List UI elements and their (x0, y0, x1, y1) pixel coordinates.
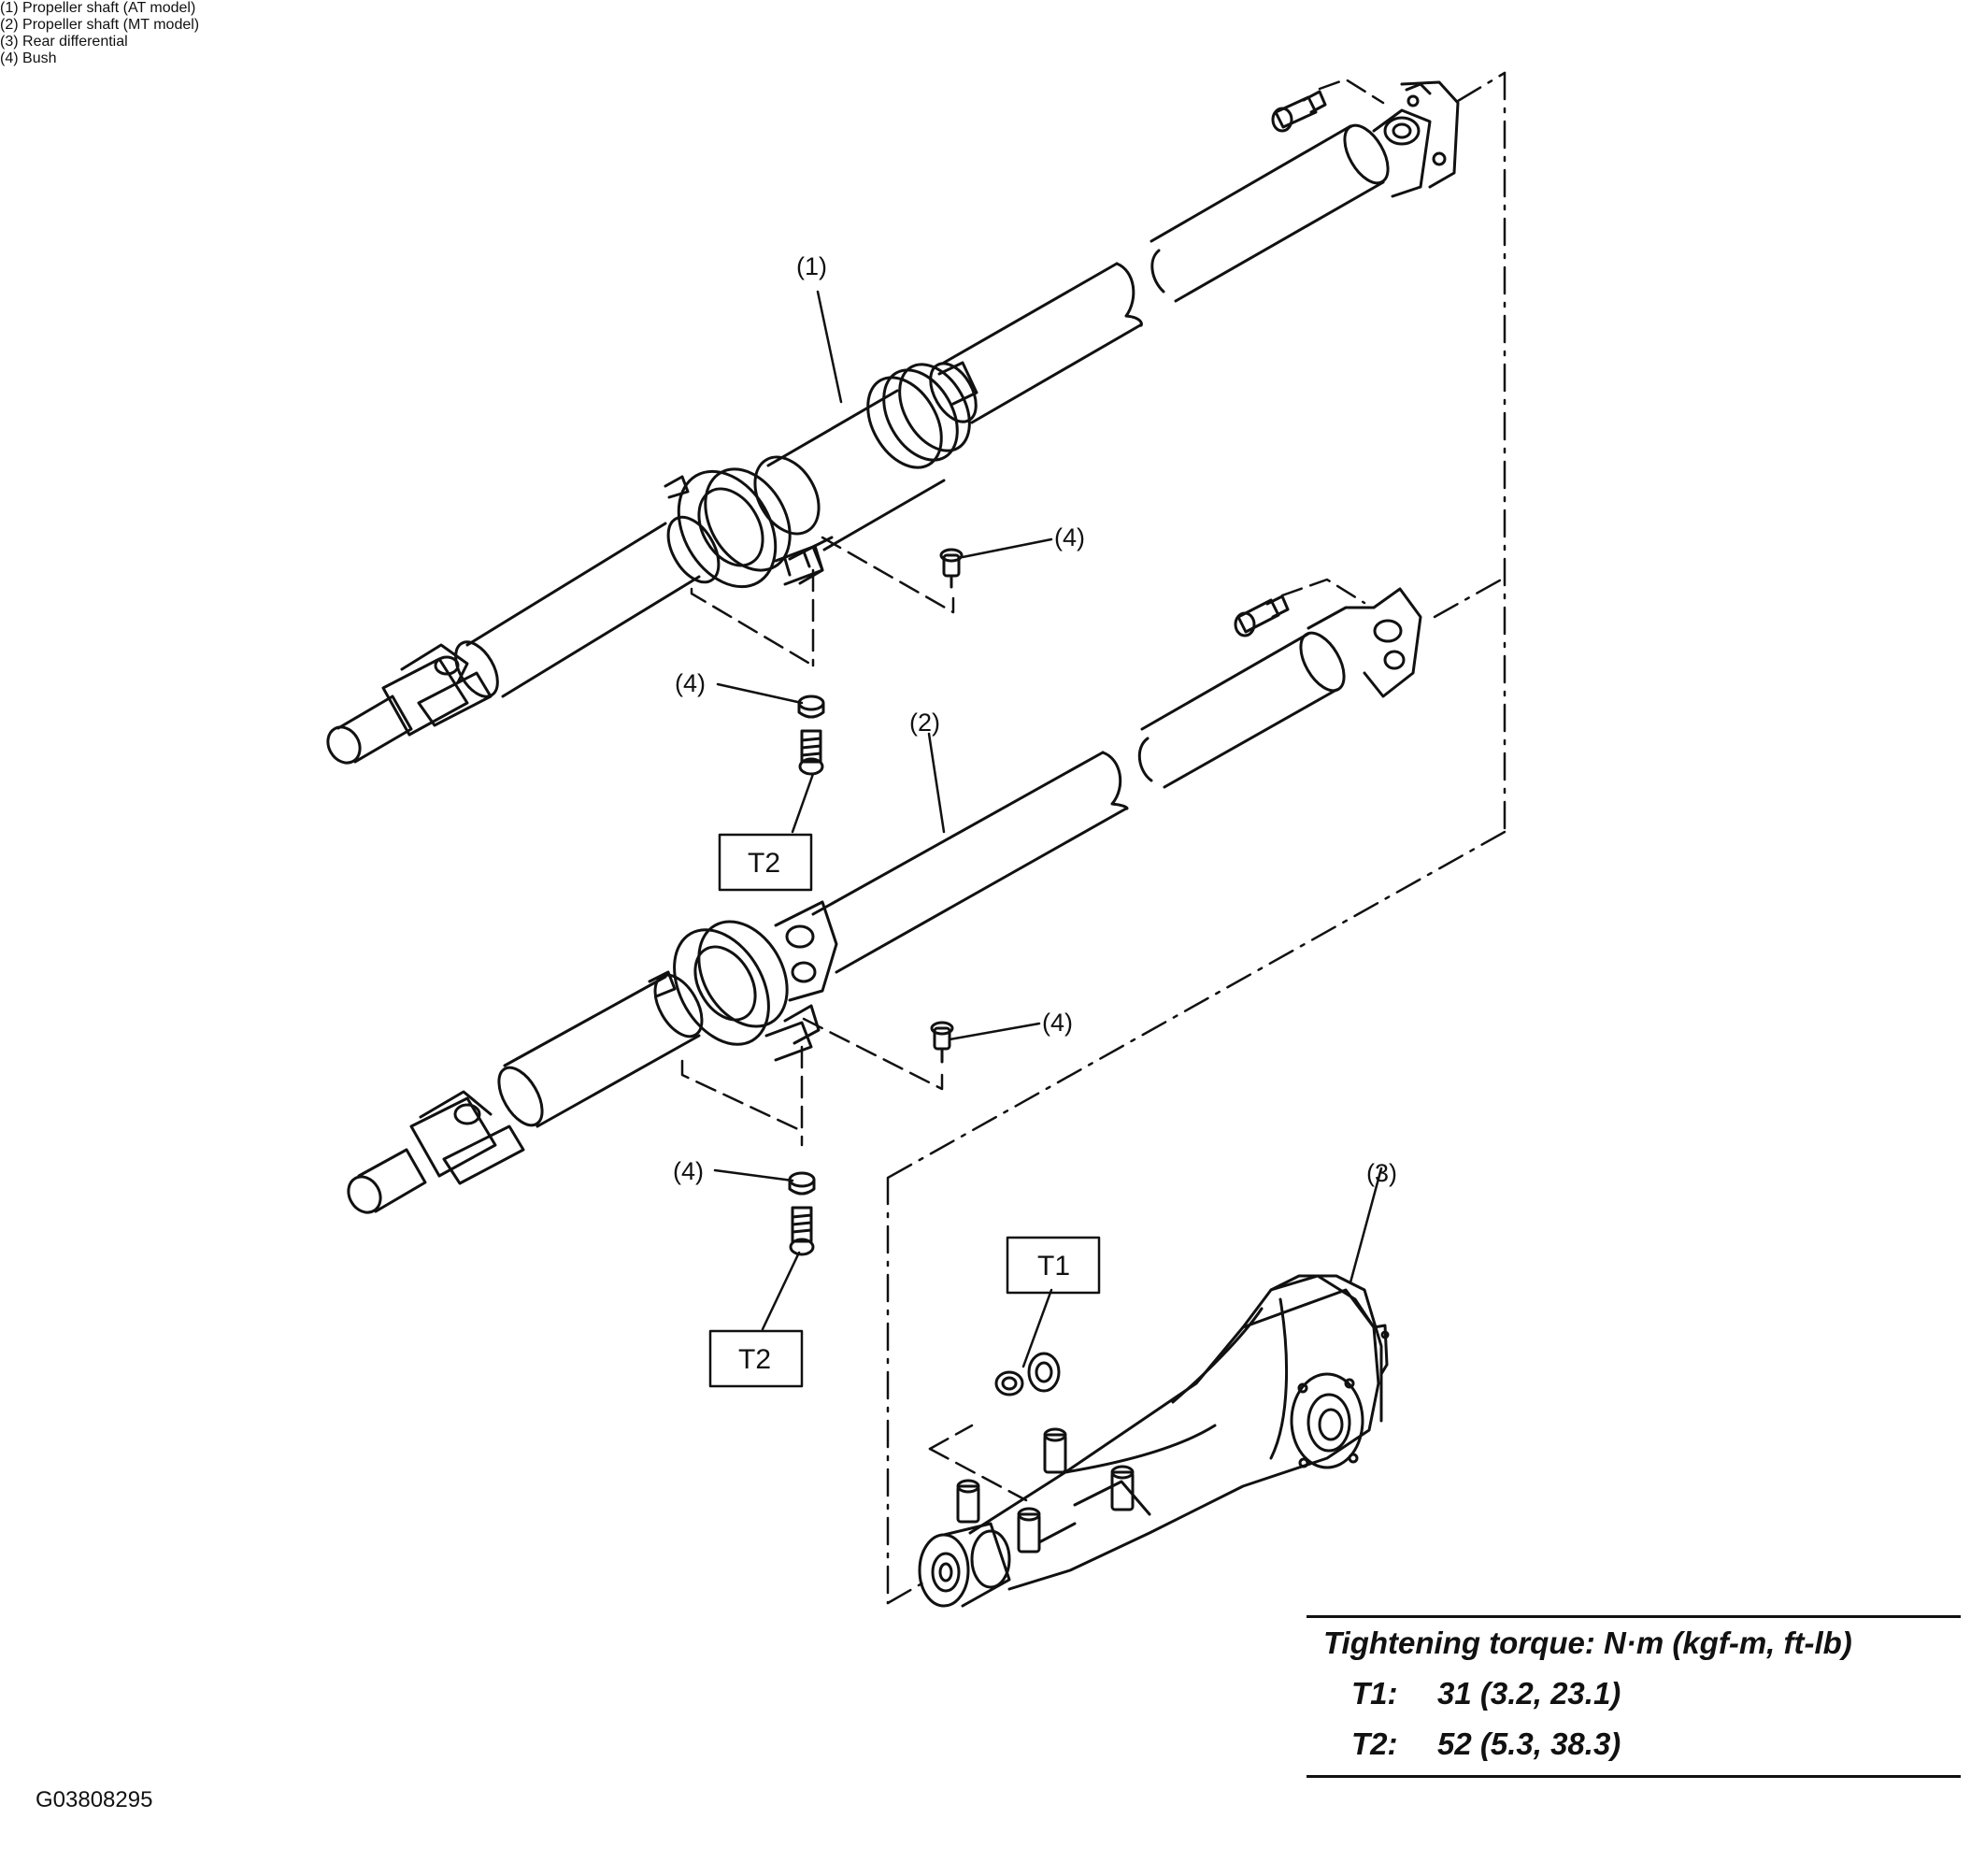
callout-3: (3) (1366, 1159, 1397, 1187)
bracket-upper (774, 545, 824, 586)
callout-4-upper-right: (4) (1054, 523, 1085, 551)
torque-label: T1: (1351, 1676, 1398, 1711)
legend-number: (2) (0, 17, 19, 33)
legend-left-column: (1) Propeller shaft (AT model) (2) Prope… (0, 0, 654, 50)
bracket-lower (764, 1021, 813, 1062)
t2-box-upper (718, 833, 813, 892)
torque-row-t1: T1: 31 (3.2, 23.1) (1307, 1668, 1961, 1719)
bush-bolt-lower (930, 1021, 954, 1064)
assembly-leaders-lower (680, 578, 1366, 1502)
callout-4-lower-right: (4) (1042, 1009, 1073, 1037)
t2-label-upper: T2 (748, 848, 780, 879)
callout-2: (2) (909, 709, 940, 737)
legend-label: Rear differential (22, 34, 128, 50)
callout-4-upper-left: (4) (675, 669, 706, 697)
propeller-shaft-mt-model (347, 587, 1422, 1214)
torque-row-t2: T2: 52 (5.3, 38.3) (1307, 1719, 1961, 1769)
tightening-torque-table: Tightening torque: N·m (kgf-m, ft-lb) T1… (1307, 1615, 1961, 1778)
rear-differential (918, 1274, 1390, 1608)
assembly-leaders-upper (690, 78, 1385, 667)
bush-and-bolt-lower-left (788, 1171, 816, 1256)
legend-number: (1) (0, 0, 19, 16)
t2-box-lower (708, 1329, 804, 1388)
t2-label-lower: T2 (738, 1344, 771, 1375)
torque-value: 52 (5.3, 38.3) (1437, 1726, 1621, 1761)
bush-bolt-upper (939, 548, 964, 589)
legend-label: Propeller shaft (AT model) (22, 0, 196, 16)
legend-number: (3) (0, 34, 19, 50)
t1-box (1006, 1236, 1101, 1295)
torque-title: Tightening torque: N·m (kgf-m, ft-lb) (1323, 1625, 1852, 1660)
callout-1: (1) (796, 252, 827, 280)
propeller-shaft-at-model (326, 80, 1460, 765)
legend-item-2: (2) Propeller shaft (MT model) (0, 17, 654, 34)
legend-item-1: (1) Propeller shaft (AT model) (0, 0, 654, 17)
legend-item-4: (4) Bush (0, 50, 280, 67)
legend-label: Propeller shaft (MT model) (22, 17, 200, 33)
torque-value: 31 (3.2, 23.1) (1437, 1676, 1621, 1711)
torque-label: T2: (1351, 1726, 1398, 1761)
legend-item-3: (3) Rear differential (0, 34, 654, 50)
t1-label: T1 (1037, 1251, 1070, 1282)
figure-id: G03808295 (36, 1787, 153, 1812)
legend-number: (4) (0, 50, 19, 66)
legend-label: Bush (22, 50, 57, 66)
leader-lines (713, 290, 1383, 1368)
legend-middle-column: (4) Bush (0, 50, 280, 67)
reference-lines (886, 71, 1507, 1605)
bush-and-bolt-upper-left (797, 695, 825, 776)
callout-4-lower-left: (4) (673, 1157, 704, 1185)
